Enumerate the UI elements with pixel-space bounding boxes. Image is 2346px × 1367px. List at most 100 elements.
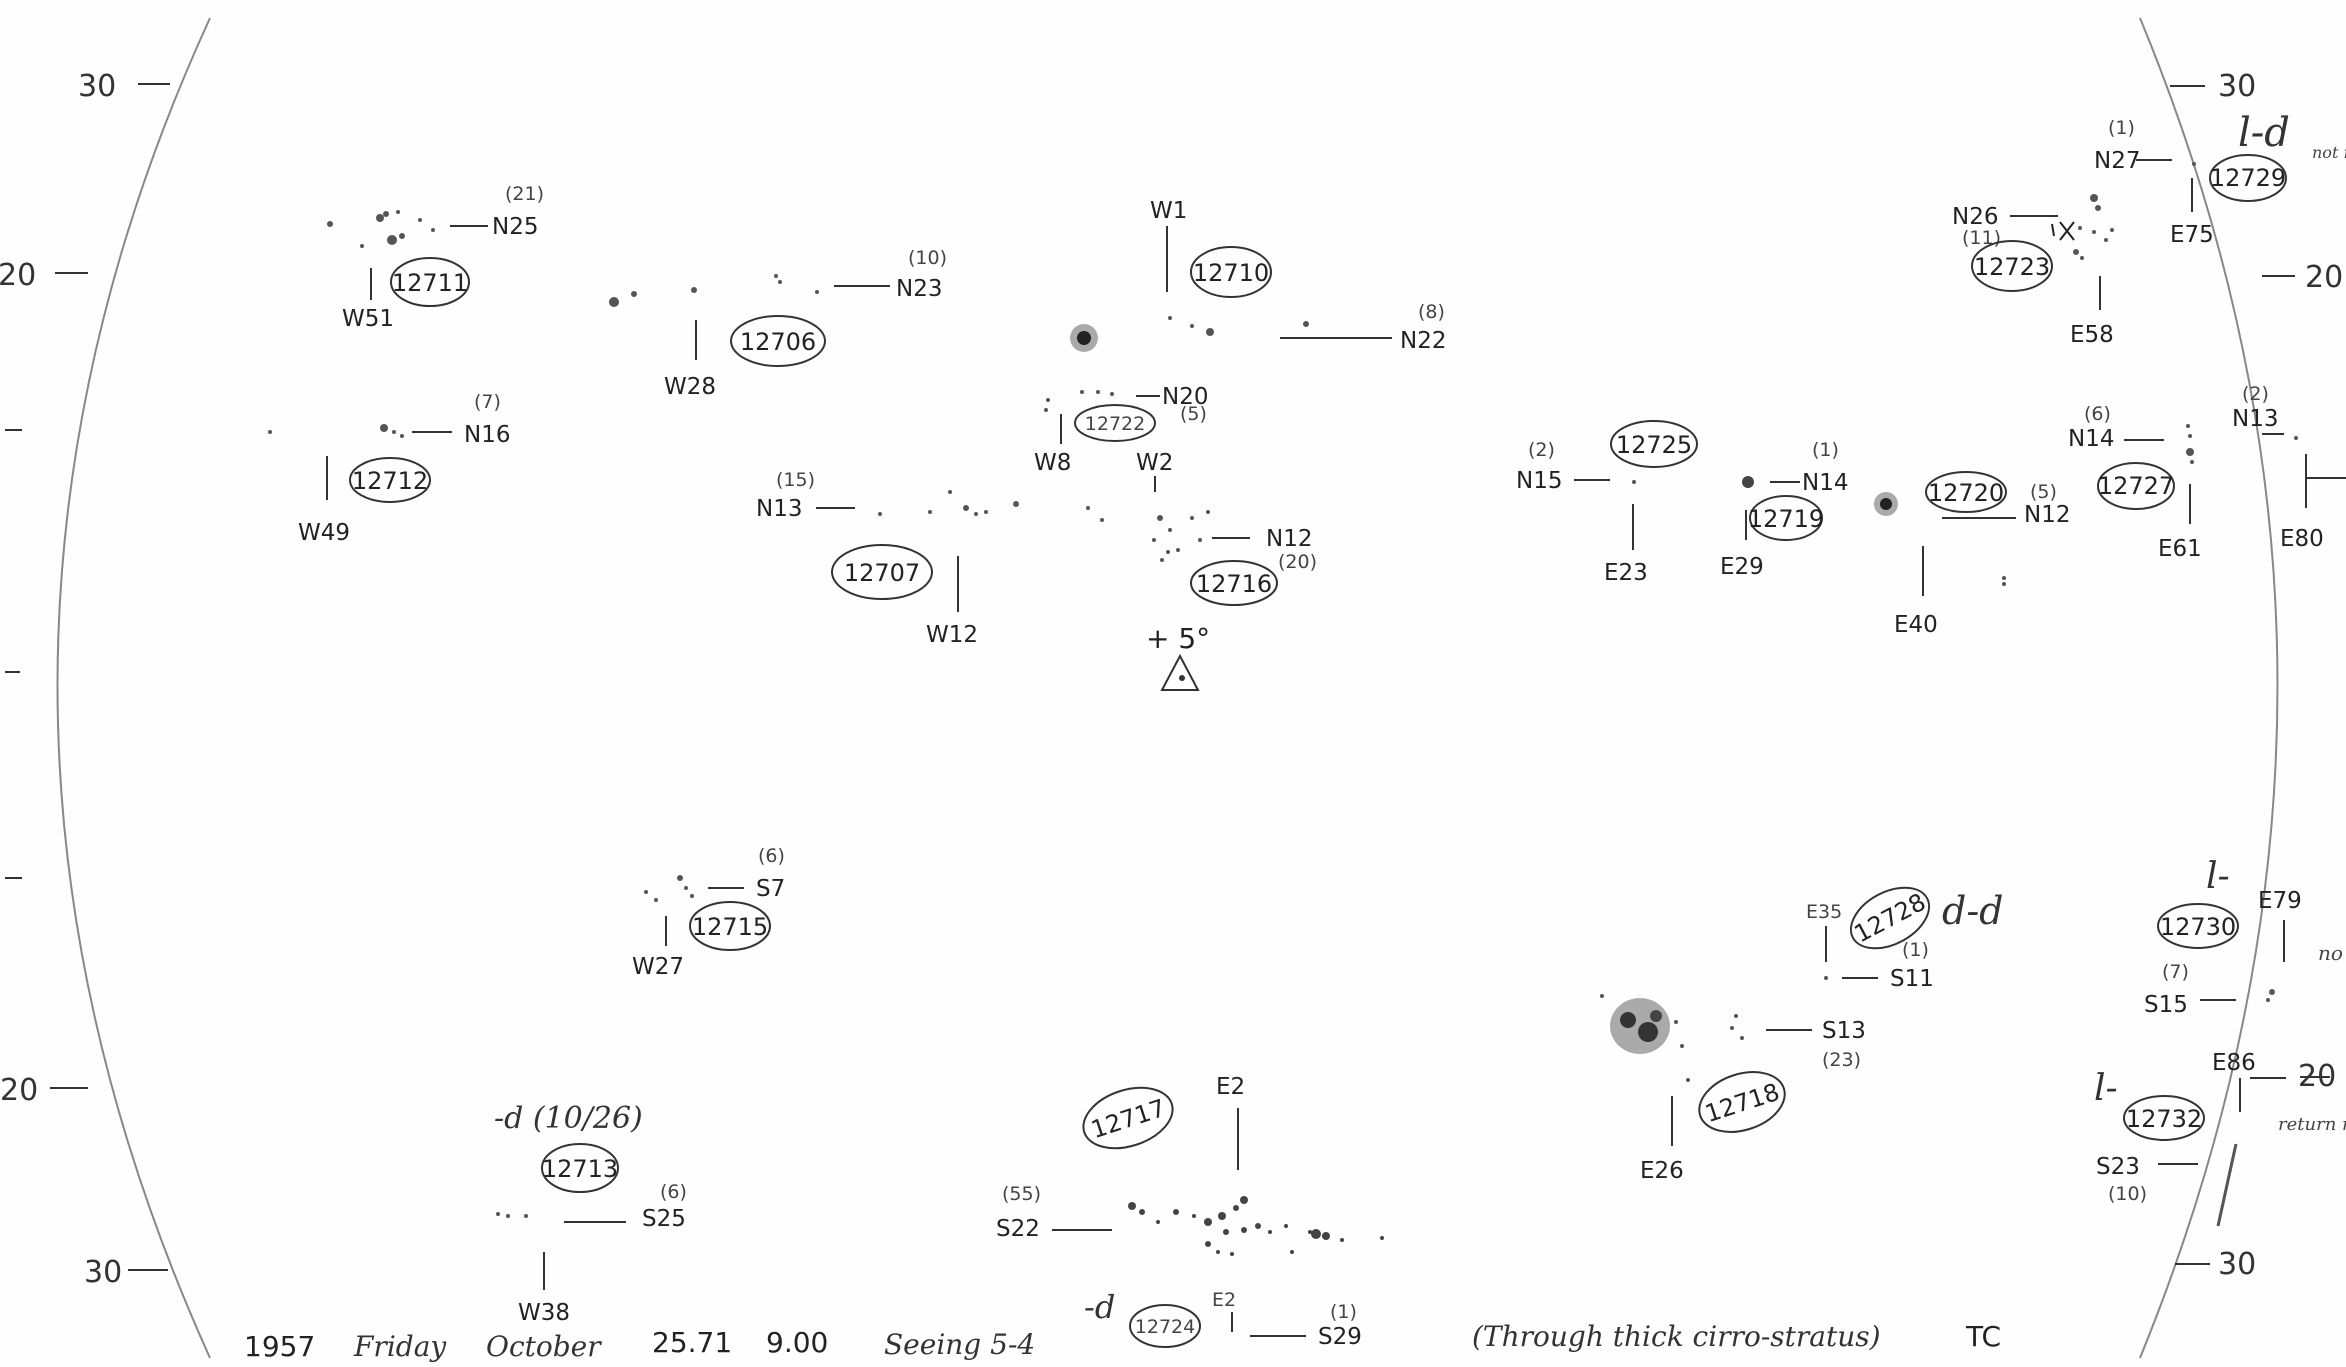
longitude-label: E86: [2212, 1050, 2256, 1076]
footer-seeing: Seeing 5-4: [884, 1328, 1035, 1361]
region-12729: (1) N27 12729 E75: [2094, 117, 2287, 248]
right-limb-arc: [2139, 17, 2279, 1359]
longitude-label: W51: [342, 306, 394, 332]
region-12715: (6) S7 12715 W27: [632, 845, 785, 980]
longitude-label: E40: [1894, 612, 1938, 638]
latitude-label: N25: [492, 214, 538, 240]
region-number: 12713: [542, 1155, 618, 1183]
footer-year: 1957: [244, 1330, 315, 1363]
latitude-label: N26: [1952, 204, 1998, 230]
spot-count: (5): [1180, 403, 1207, 425]
latitude-label: N27: [2094, 148, 2140, 174]
sunspot-group: [1600, 994, 1744, 1082]
longitude-label: W8: [1034, 450, 1071, 476]
longitude-label: W1: [1150, 198, 1187, 224]
dd-annotation: d-d: [1942, 889, 2004, 933]
longitude-label: E75: [2170, 222, 2214, 248]
spot-count: (20): [1278, 551, 1317, 573]
d-annotation-1026: -d (10/26): [494, 1101, 643, 1136]
left-latitude-scale: [5, 83, 170, 1271]
region-number: 12706: [740, 328, 816, 356]
center-angle-label: + 5°: [1146, 622, 1210, 655]
lat-label-right-20-south: 20: [2298, 1059, 2336, 1094]
region-12716: W2 N12 (20) 12716: [1086, 450, 1317, 606]
spot-count: (2): [2242, 383, 2269, 405]
region-number: 12727: [2098, 472, 2174, 500]
longitude-label: E26: [1640, 1158, 1684, 1184]
region-12718: S13 (23) 12718 E26: [1600, 994, 1866, 1184]
observation-footer: 1957 Friday October 25.71 9.00 Seeing 5-…: [244, 1320, 2001, 1363]
latitude-label: S13: [1822, 1018, 1866, 1044]
spot-count: (6): [660, 1181, 687, 1203]
spot-count: (1): [1812, 439, 1839, 461]
footer-date: 25.71: [652, 1326, 732, 1359]
region-12727: (6) N14 12727 E61: [2068, 403, 2202, 562]
disk-center-marker: + 5°: [1146, 622, 1210, 691]
longitude-label: W49: [298, 520, 350, 546]
footer-day: Friday: [353, 1330, 447, 1363]
longitude-label: W2: [1136, 450, 1173, 476]
region-12723: N26 (11) 12723 E58: [1952, 194, 2114, 348]
region-number: 12707: [844, 559, 920, 587]
lat-label-left-20-south: 20: [0, 1073, 38, 1108]
region-12724: -d 12724 E2 (1) S29: [1084, 1288, 1362, 1350]
latitude-label: S25: [642, 1206, 686, 1232]
region-number: 12725: [1616, 431, 1692, 459]
latitude-label: S22: [996, 1216, 1040, 1242]
sunspot-group: [1128, 1196, 1384, 1256]
ld-annotation: l-d: [2238, 110, 2290, 156]
not-returned-annotation: not ret: [2312, 143, 2346, 162]
region-12725: (2) N15 12725 E23: [1516, 420, 1698, 586]
spot-count: (1): [2108, 117, 2135, 139]
longitude-label: W12: [926, 622, 978, 648]
region-number: 12724: [1135, 1316, 1195, 1338]
lat-label-right-30-north: 30: [2218, 69, 2256, 104]
spot-count: (6): [2084, 403, 2111, 425]
latitude-label: N14: [1802, 470, 1848, 496]
latitude-label: N14: [2068, 426, 2114, 452]
spot-count: (15): [776, 469, 815, 491]
region-number: 12712: [352, 467, 428, 495]
spot-count: (6): [758, 845, 785, 867]
longitude-label: E23: [1604, 560, 1648, 586]
sunspot-group: [1086, 506, 1210, 562]
region-n13-e80: (2) N13 E80: [2232, 383, 2346, 552]
region-number: 12710: [1193, 259, 1269, 287]
sunspot-group: [1070, 316, 1309, 352]
latitude-label: N15: [1516, 468, 1562, 494]
longitude-label: E2: [1212, 1289, 1236, 1311]
region-number: 12711: [392, 269, 468, 297]
spot-count: (7): [2162, 961, 2189, 983]
d-annotation-bottom: -d: [1084, 1288, 1115, 1326]
region-number: 12732: [2126, 1105, 2202, 1133]
region-12730: l- 12730 E79 no re (7) S15: [2144, 856, 2346, 1018]
region-12706: (10) N23 12706 W28: [609, 247, 947, 400]
longitude-label: W38: [518, 1300, 570, 1326]
longitude-label: E79: [2258, 888, 2302, 914]
spot-count: (23): [1822, 1049, 1861, 1071]
l-annotation-12732: l-: [2094, 1068, 2118, 1109]
sunspot-group: [878, 490, 1019, 516]
spot-count: (1): [1330, 1301, 1357, 1323]
region-12711: (21) N25 12711 W51: [327, 183, 544, 332]
region-12719: (1) N14 12719 E29: [1720, 439, 1848, 580]
sunspot-group: [2186, 424, 2194, 464]
footer-time: 9.00: [766, 1326, 828, 1359]
latitude-label: N13: [756, 496, 802, 522]
spot-count: (10): [908, 247, 947, 269]
lat-label-left-30-north: 30: [78, 69, 116, 104]
longitude-label: W28: [664, 374, 716, 400]
region-12722: N20 (5) 12722 W8: [1034, 384, 1208, 476]
longitude-label: E58: [2070, 322, 2114, 348]
spot-count: (11): [1962, 227, 2001, 249]
region-number: 12730: [2160, 913, 2236, 941]
region-number: 12723: [1974, 253, 2050, 281]
longitude-label: E29: [1720, 554, 1764, 580]
region-number: 12719: [1748, 505, 1824, 533]
latitude-label: N16: [464, 422, 510, 448]
latitude-label: S23: [2096, 1154, 2140, 1180]
sunspot-group: [327, 210, 435, 248]
sunspot-group: [609, 274, 819, 307]
